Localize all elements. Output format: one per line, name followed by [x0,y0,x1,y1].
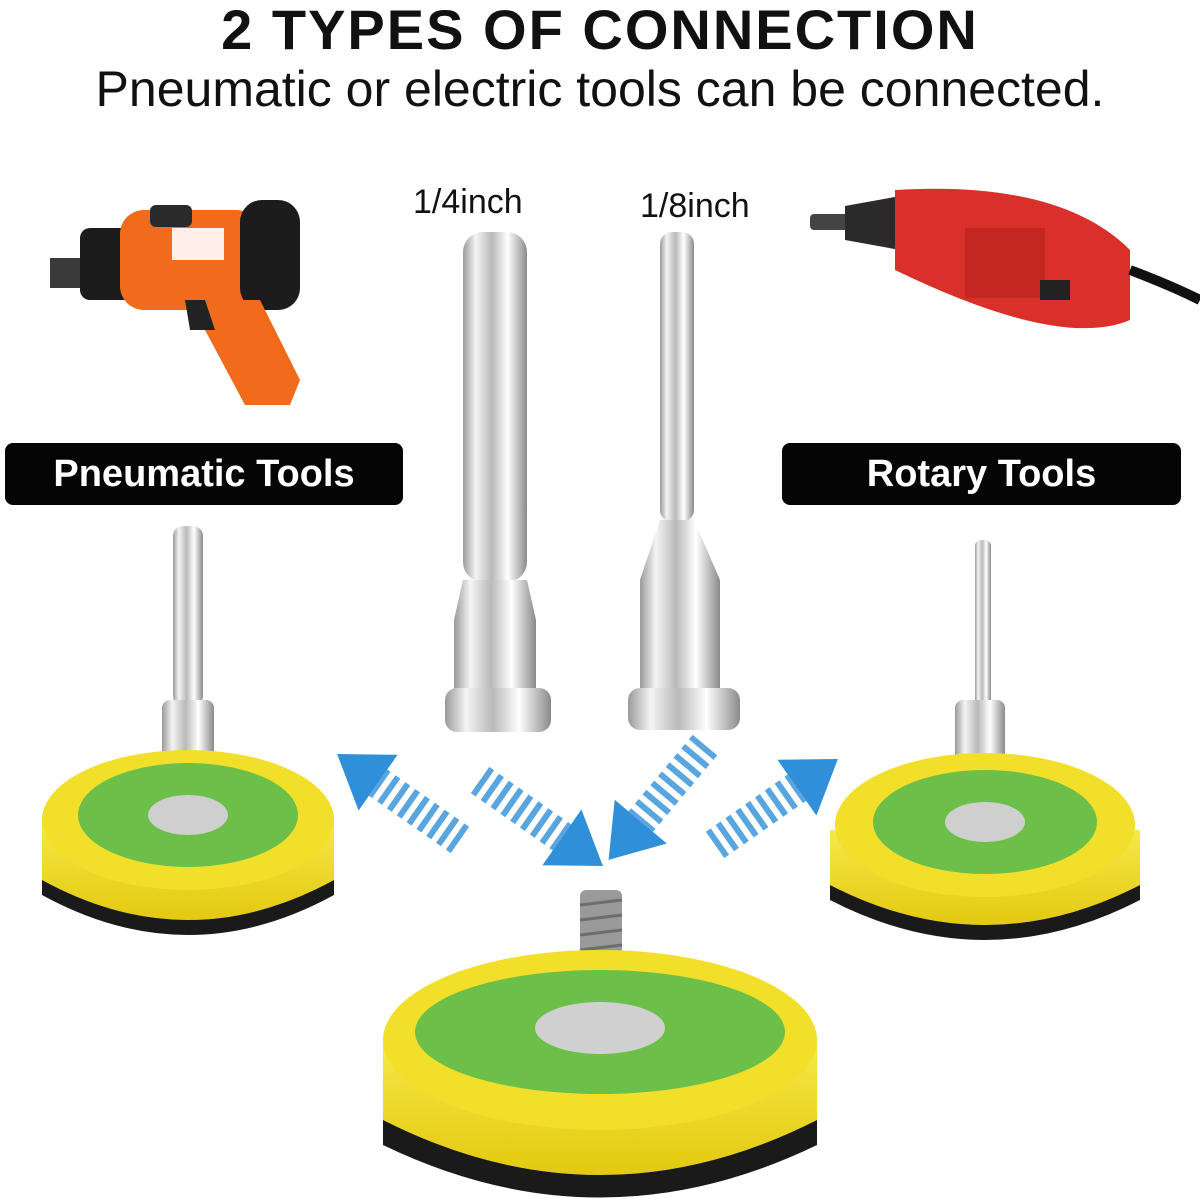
right-sanding-pad [830,540,1140,940]
left-sanding-pad [42,526,334,935]
page-subtitle: Pneumatic or electric tools can be conne… [95,61,1105,117]
rotary-tool-icon [810,188,1200,329]
arrow-to-right-pad-icon [705,758,838,859]
eighth-inch-shank [628,232,740,730]
pneumatic-tools-tag: Pneumatic Tools [5,443,403,505]
arrow-from-quarter-shank-icon [470,766,603,867]
rotary-tools-label: Rotary Tools [866,452,1097,495]
center-sanding-pad [383,890,817,1198]
arrow-from-eighth-shank-icon [608,734,718,860]
quarter-inch-shank [445,232,551,732]
arrow-to-left-pad-icon [337,753,470,854]
page-title: 2 TYPES OF CONNECTION [221,0,979,61]
eighth-inch-label: 1/8inch [640,187,750,225]
pneumatic-tools-label: Pneumatic Tools [53,452,355,495]
rotary-tools-tag: Rotary Tools [782,443,1181,505]
pneumatic-gun-icon [50,200,300,405]
quarter-inch-label: 1/4inch [413,183,523,221]
